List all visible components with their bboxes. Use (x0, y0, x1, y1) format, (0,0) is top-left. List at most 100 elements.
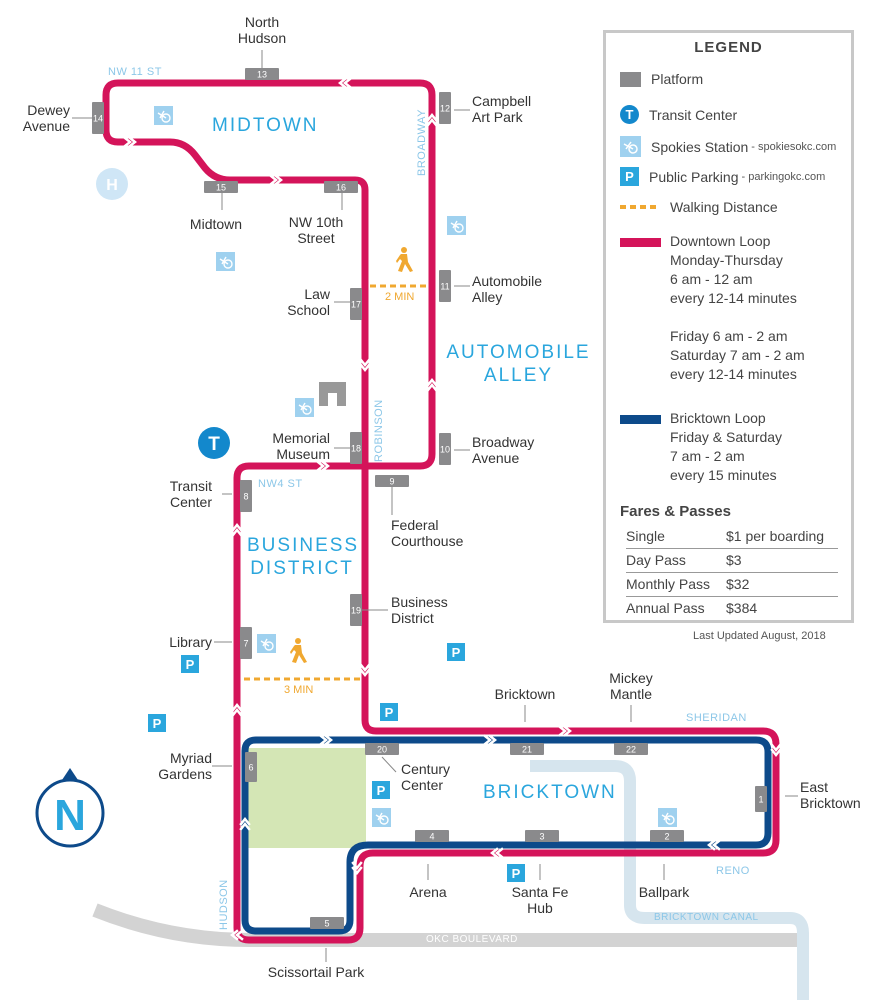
stop-label-10: Broadway Avenue (472, 434, 535, 466)
schedule-line: every 12-14 minutes (670, 290, 797, 306)
platform-marker (324, 181, 358, 193)
platform-number: 11 (440, 282, 449, 292)
direction-chevron-icon (231, 522, 243, 537)
platform-marker (92, 102, 104, 134)
platform-12[interactable]: 12 (439, 92, 451, 124)
downtown-loop-swatch (620, 238, 661, 247)
parking-icon: P (148, 714, 166, 732)
compass-north-icon: N (35, 768, 105, 848)
transit-center-icon: T (620, 105, 639, 124)
spokies-link[interactable]: - spokiesokc.com (751, 140, 837, 153)
platform-number: 1 (758, 795, 763, 805)
direction-chevron-icon (337, 77, 352, 89)
direction-chevron-icon (231, 702, 243, 717)
svg-text:H: H (106, 177, 118, 194)
walking-person-icon (396, 247, 413, 272)
myriad-gardens-park (247, 748, 366, 848)
stop-label-17: Law School (287, 286, 330, 318)
stop-label-1: East Bricktown (800, 779, 861, 811)
schedule-line: Friday 6 am - 2 am (670, 328, 788, 344)
platform-3[interactable]: 3 (525, 830, 559, 842)
street-broadway: BROADWAY (416, 109, 428, 176)
legend-label: Spokies Station (651, 138, 749, 155)
platform-9[interactable]: 9 (375, 475, 409, 487)
legend-label: Public Parking (649, 168, 739, 185)
spokies-bike-icon (216, 252, 235, 271)
platform-6[interactable]: 6 (245, 752, 257, 782)
stop-label-5: Scissortail Park (267, 964, 365, 980)
parking-link[interactable]: - parkingokc.com (741, 170, 826, 183)
direction-chevron-icon (123, 136, 138, 148)
stop-label-7: Library (169, 634, 212, 650)
platform-13[interactable]: 13 (245, 68, 279, 80)
platform-14[interactable]: 14 (92, 102, 104, 134)
direction-chevron-icon (229, 929, 244, 941)
platform-20[interactable]: 20 (365, 743, 399, 755)
platform-8[interactable]: 8 (240, 480, 252, 512)
platform-16[interactable]: 16 (324, 181, 358, 193)
direction-chevron-icon (351, 861, 363, 876)
platform-number: 8 (243, 492, 248, 502)
legend-item-platform: Platform (620, 71, 703, 87)
schedule-line: Friday & Saturday (670, 429, 783, 445)
street-sheridan: SHERIDAN (686, 712, 747, 724)
stop-label-4: Arena (409, 884, 447, 900)
spokies-bike-icon (154, 106, 173, 125)
platform-marker (240, 480, 252, 512)
walking-label-3min: 3 MIN (284, 684, 314, 696)
platform-18[interactable]: 18 (350, 432, 362, 464)
platform-number: 16 (336, 183, 346, 193)
legend-label: Transit Center (649, 106, 738, 123)
legend-title: LEGEND (694, 39, 763, 56)
fare-price: $3 (726, 552, 742, 568)
platform-10[interactable]: 10 (439, 433, 451, 465)
platform-21[interactable]: 21 (510, 743, 544, 755)
legend-item-walking: Walking Distance (620, 199, 778, 215)
platform-marker (245, 752, 257, 782)
direction-chevron-icon (359, 358, 371, 373)
stop-label-8: Transit Center (169, 478, 212, 510)
spokies-bike-icon (620, 136, 641, 157)
stop-label-9: Federal Courthouse (391, 517, 464, 549)
platform-marker (204, 181, 238, 193)
platform-2[interactable]: 2 (650, 830, 684, 842)
last-updated: Last Updated August, 2018 (693, 630, 826, 642)
platform-number: 6 (248, 763, 253, 773)
platform-17[interactable]: 17 (350, 288, 362, 320)
parking-icon: P (507, 864, 525, 882)
walking-label-2min: 2 MIN (385, 291, 415, 303)
platform-marker (240, 627, 252, 659)
platform-19[interactable]: 19 (350, 594, 362, 626)
platform-marker (614, 743, 648, 755)
platform-5[interactable]: 5 (310, 917, 344, 929)
platform-marker (375, 475, 409, 487)
platform-15[interactable]: 15 (204, 181, 238, 193)
platform-number: 9 (389, 477, 394, 487)
platform-1[interactable]: 1 (755, 786, 767, 812)
svg-text:P: P (153, 716, 162, 731)
downtown-loop-name: Downtown Loop (670, 233, 771, 249)
platform-number: 17 (351, 300, 361, 310)
street-hudson: HUDSON (218, 879, 230, 930)
spokies-bike-icon (295, 398, 314, 417)
svg-text:P: P (385, 705, 394, 720)
platform-marker (310, 917, 344, 929)
platform-marker (439, 433, 451, 465)
spokies-bike-icon (447, 216, 466, 235)
svg-text:P: P (186, 657, 195, 672)
direction-chevron-icon (319, 734, 334, 746)
spokies-bike-icon (658, 808, 677, 827)
platform-number: 5 (324, 919, 329, 929)
fare-type: Annual Pass (626, 600, 705, 616)
fare-row: Day Pass$3 (626, 549, 838, 573)
platform-7[interactable]: 7 (240, 627, 252, 659)
platform-number: 7 (243, 639, 248, 649)
stop-label-14: Dewey Avenue (22, 102, 70, 134)
platform-11[interactable]: 11 (439, 270, 451, 302)
platform-number: 20 (377, 745, 387, 755)
platform-number: 3 (539, 832, 544, 842)
platform-22[interactable]: 22 (614, 743, 648, 755)
bricktown-loop-name: Bricktown Loop (670, 410, 766, 426)
platform-4[interactable]: 4 (415, 830, 449, 842)
